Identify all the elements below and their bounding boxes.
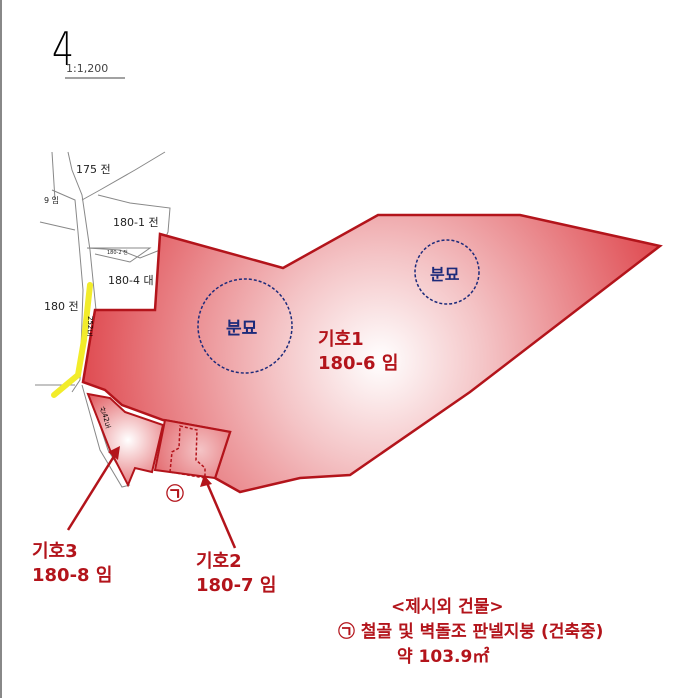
- grave-circle: [414, 239, 480, 305]
- grave-label: 분묘: [430, 265, 460, 284]
- parcel-code: 기호2: [196, 551, 242, 572]
- building-outline: [169, 425, 206, 479]
- parcel-lot: 180-7 임: [196, 575, 277, 596]
- parcel-2-label: 기호2 180-7 임: [196, 550, 276, 598]
- parcel-code: 기호3: [32, 541, 78, 562]
- neighbor-label: 9 임: [44, 196, 59, 205]
- parcel-code: 기호1: [318, 329, 364, 350]
- note-title: <제시외 건물>: [391, 597, 504, 617]
- parcel-3[interactable]: [86, 392, 165, 488]
- road-252: [51, 282, 93, 398]
- parcel-lot: 180-6 임: [318, 353, 399, 374]
- parcel-1-label: 기호1 180-6 임: [318, 328, 398, 376]
- neighbor-label: 180-4 대: [108, 274, 154, 287]
- parcel-lot: 180-8 임: [32, 565, 113, 586]
- leader-arrows: [66, 446, 237, 549]
- grave-circle: [197, 278, 293, 374]
- building-marker: ㉠: [166, 484, 184, 505]
- note-line-1: ㉠ 철골 및 벽돌조 판넬지붕 (건축중): [338, 622, 604, 642]
- neighbor-label: 180-1 전: [113, 216, 159, 229]
- scale-label: 1:1,200: [66, 62, 109, 75]
- parcel-3-label: 기호3 180-8 임: [32, 540, 112, 588]
- grave-label: 분묘: [226, 319, 258, 339]
- north-arrow-symbol: 4: [52, 22, 74, 76]
- road-label: 252도: [86, 316, 94, 337]
- note-line-2: 약 103.9㎡: [397, 647, 490, 667]
- neighbor-label: 180 전: [44, 300, 79, 313]
- neighbor-label: 180-2 전: [107, 250, 128, 256]
- neighbor-label: 175 전: [76, 163, 111, 176]
- parcel-2[interactable]: [153, 418, 232, 480]
- parcel-1[interactable]: [81, 213, 663, 494]
